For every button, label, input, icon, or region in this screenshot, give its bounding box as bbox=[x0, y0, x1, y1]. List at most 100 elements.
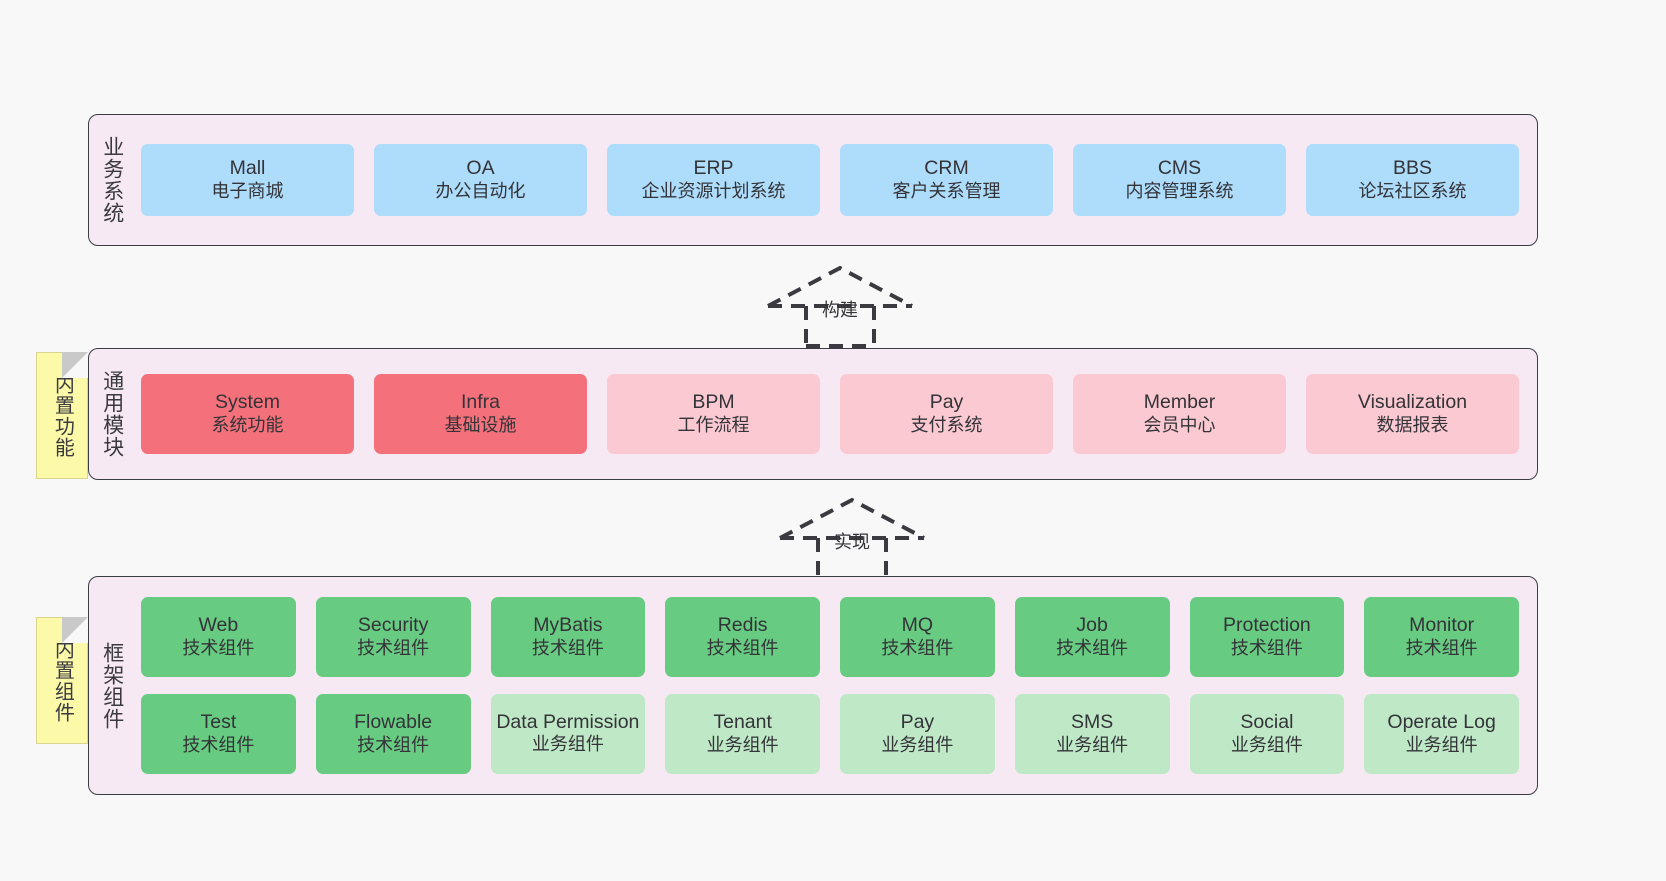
component-subtitle: 技术组件 bbox=[182, 734, 255, 755]
component-name: Redis bbox=[717, 614, 768, 637]
component-name: Data Permission bbox=[496, 711, 640, 734]
component-subtitle: 技术组件 bbox=[1056, 637, 1129, 658]
component-subtitle: 技术组件 bbox=[357, 734, 430, 755]
module-name: Mall bbox=[229, 157, 266, 180]
component-card-job[interactable]: Job 技术组件 bbox=[1014, 597, 1170, 677]
module-subtitle: 工作流程 bbox=[677, 414, 750, 435]
component-name: Web bbox=[198, 614, 239, 637]
module-name: CRM bbox=[924, 157, 969, 180]
module-card-bpm[interactable]: BPM 工作流程 bbox=[607, 374, 820, 454]
module-card-system[interactable]: System 系统功能 bbox=[141, 374, 354, 454]
module-subtitle: 客户关系管理 bbox=[892, 180, 1001, 201]
module-name: ERP bbox=[693, 157, 734, 180]
component-name: Test bbox=[200, 711, 237, 734]
component-name: Job bbox=[1076, 614, 1108, 637]
module-card-erp[interactable]: ERP 企业资源计划系统 bbox=[607, 144, 820, 216]
generalization-arrowhead bbox=[779, 497, 925, 540]
module-name: OA bbox=[466, 157, 495, 180]
sticky-note-builtin-features: 内置功能 bbox=[36, 352, 88, 479]
component-card-data-permission[interactable]: Data Permission 业务组件 bbox=[490, 694, 646, 774]
module-subtitle: 数据报表 bbox=[1376, 414, 1449, 435]
module-name: System bbox=[214, 391, 280, 414]
component-subtitle: 技术组件 bbox=[1230, 637, 1303, 658]
module-subtitle: 电子商城 bbox=[211, 180, 284, 201]
component-card-security[interactable]: Security 技术组件 bbox=[315, 597, 471, 677]
module-subtitle: 会员中心 bbox=[1143, 414, 1216, 435]
generalization-arrowhead bbox=[767, 265, 913, 308]
component-name: MQ bbox=[901, 614, 934, 637]
component-subtitle: 技术组件 bbox=[357, 637, 430, 658]
connector-label-build: 构建 bbox=[822, 300, 858, 320]
component-name: SMS bbox=[1070, 711, 1114, 734]
component-name: Monitor bbox=[1409, 614, 1475, 637]
component-subtitle: 业务组件 bbox=[1405, 734, 1478, 755]
layer-title-business-systems: 业务系统 bbox=[100, 136, 124, 224]
layer-row: Mall 电子商城 OA 办公自动化 ERP 企业资源计划系统 CRM 客户关系… bbox=[141, 144, 1519, 216]
module-card-infra[interactable]: Infra 基础设施 bbox=[374, 374, 587, 454]
component-card-web[interactable]: Web 技术组件 bbox=[141, 597, 296, 677]
component-card-operate-log[interactable]: Operate Log 业务组件 bbox=[1364, 694, 1519, 774]
component-card-pay[interactable]: Pay 业务组件 bbox=[840, 694, 995, 774]
module-card-member[interactable]: Member 会员中心 bbox=[1073, 374, 1286, 454]
module-subtitle: 基础设施 bbox=[444, 414, 517, 435]
module-card-oa[interactable]: OA 办公自动化 bbox=[374, 144, 587, 216]
module-subtitle: 办公自动化 bbox=[435, 180, 526, 201]
component-card-flowable[interactable]: Flowable 技术组件 bbox=[315, 694, 471, 774]
module-name: CMS bbox=[1157, 157, 1202, 180]
component-subtitle: 技术组件 bbox=[531, 637, 604, 658]
sticky-note-builtin-components: 内置组件 bbox=[36, 617, 88, 744]
module-name: Visualization bbox=[1357, 391, 1468, 414]
module-card-visualization[interactable]: Visualization 数据报表 bbox=[1306, 374, 1519, 454]
component-name: Security bbox=[357, 614, 429, 637]
component-name: Pay bbox=[900, 711, 935, 734]
module-subtitle: 系统功能 bbox=[211, 414, 284, 435]
module-card-pay[interactable]: Pay 支付系统 bbox=[840, 374, 1053, 454]
component-card-mq[interactable]: MQ 技术组件 bbox=[840, 597, 995, 677]
component-card-test[interactable]: Test 技术组件 bbox=[141, 694, 296, 774]
component-card-tenant[interactable]: Tenant 业务组件 bbox=[665, 694, 820, 774]
component-card-protection[interactable]: Protection 技术组件 bbox=[1189, 597, 1345, 677]
component-subtitle: 业务组件 bbox=[1230, 734, 1303, 755]
component-subtitle: 技术组件 bbox=[706, 637, 779, 658]
module-name: Pay bbox=[929, 391, 964, 414]
connector-build: 构建 bbox=[760, 262, 920, 348]
component-card-mybatis[interactable]: MyBatis 技术组件 bbox=[490, 597, 646, 677]
component-subtitle: 业务组件 bbox=[881, 734, 954, 755]
sticky-note-text: 内置功能 bbox=[51, 373, 74, 458]
component-card-monitor[interactable]: Monitor 技术组件 bbox=[1364, 597, 1519, 677]
component-subtitle: 技术组件 bbox=[1405, 637, 1478, 658]
component-subtitle: 业务组件 bbox=[531, 733, 604, 754]
module-subtitle: 企业资源计划系统 bbox=[641, 180, 786, 201]
module-card-bbs[interactable]: BBS 论坛社区系统 bbox=[1306, 144, 1519, 216]
connector-label-implement: 实现 bbox=[834, 532, 870, 552]
component-card-sms[interactable]: SMS 业务组件 bbox=[1014, 694, 1170, 774]
component-name: Tenant bbox=[713, 711, 772, 734]
layer-row: Web 技术组件 Security 技术组件 MyBatis 技术组件 Redi… bbox=[141, 597, 1519, 677]
layer-common-modules: 通用模块 System 系统功能 Infra 基础设施 BPM 工作流程 Pay… bbox=[88, 348, 1538, 480]
module-name: Member bbox=[1143, 391, 1216, 414]
module-card-mall[interactable]: Mall 电子商城 bbox=[141, 144, 354, 216]
component-card-redis[interactable]: Redis 技术组件 bbox=[665, 597, 820, 677]
component-name: Flowable bbox=[354, 711, 433, 734]
connector-implement: 实现 bbox=[772, 494, 932, 580]
component-name: Operate Log bbox=[1387, 711, 1496, 734]
module-card-cms[interactable]: CMS 内容管理系统 bbox=[1073, 144, 1286, 216]
layer-row: System 系统功能 Infra 基础设施 BPM 工作流程 Pay 支付系统… bbox=[141, 374, 1519, 454]
module-name: Infra bbox=[460, 391, 501, 414]
layer-body-common-modules: System 系统功能 Infra 基础设施 BPM 工作流程 Pay 支付系统… bbox=[135, 349, 1537, 479]
component-card-social[interactable]: Social 业务组件 bbox=[1189, 694, 1345, 774]
component-subtitle: 业务组件 bbox=[706, 734, 779, 755]
component-subtitle: 业务组件 bbox=[1056, 734, 1129, 755]
layer-business-systems: 业务系统 Mall 电子商城 OA 办公自动化 ERP 企业资源计划系统 CRM… bbox=[88, 114, 1538, 246]
module-subtitle: 支付系统 bbox=[910, 414, 983, 435]
layer-title-framework-components: 框架组件 bbox=[100, 641, 124, 730]
module-subtitle: 内容管理系统 bbox=[1125, 180, 1234, 201]
module-card-crm[interactable]: CRM 客户关系管理 bbox=[840, 144, 1053, 216]
module-subtitle: 论坛社区系统 bbox=[1358, 180, 1467, 201]
component-name: MyBatis bbox=[533, 614, 603, 637]
component-subtitle: 技术组件 bbox=[881, 637, 954, 658]
layer-framework-components: 框架组件 Web 技术组件 Security 技术组件 MyBatis 技术组件… bbox=[88, 576, 1538, 795]
layer-title-common-modules: 通用模块 bbox=[100, 370, 124, 458]
component-name: Social bbox=[1240, 711, 1294, 734]
